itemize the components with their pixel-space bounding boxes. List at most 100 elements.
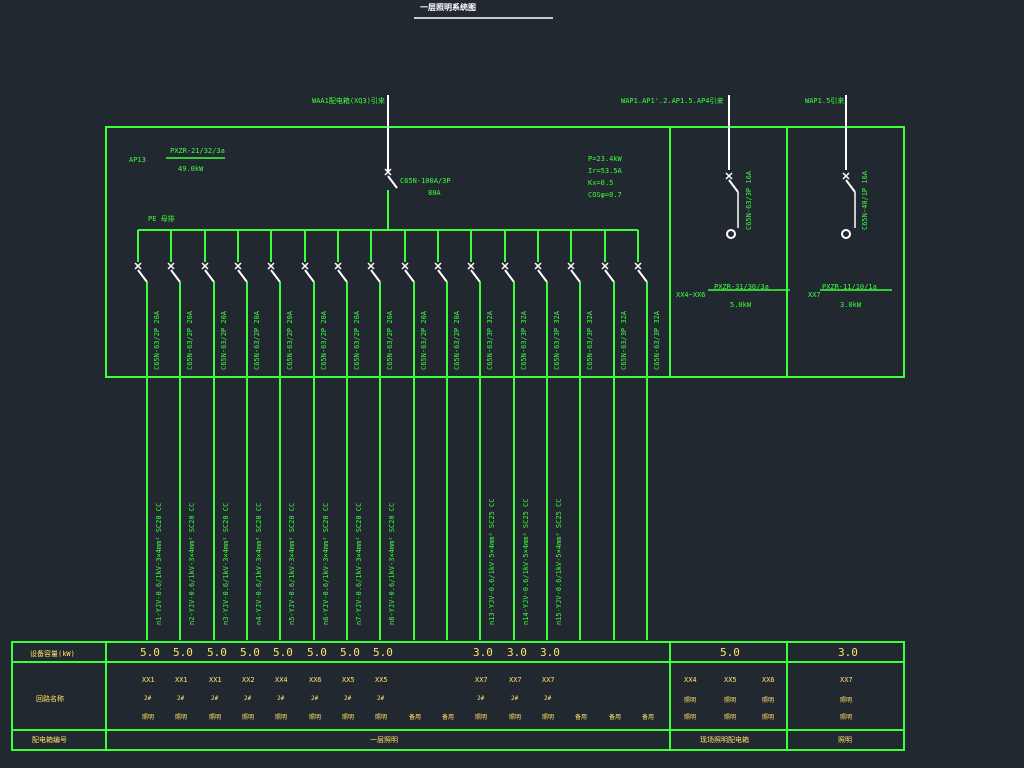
param-ir: Ir=53.5A bbox=[588, 167, 622, 175]
circuit-code-5: XX4 bbox=[275, 676, 288, 684]
branch-breaker-16-blade bbox=[637, 269, 648, 283]
circuit-bot-15: 备用 bbox=[609, 714, 622, 721]
main-breaker-rating: 80A bbox=[428, 189, 441, 197]
main-breaker-model: C65N-100A/3P bbox=[400, 177, 451, 185]
branch-breaker-13-x2 bbox=[534, 262, 542, 270]
ap1-feeder-label: WAP1.AP1'.2.AP1.5.AP4引来 bbox=[621, 97, 724, 105]
circuit-code-3: XX1 bbox=[209, 676, 222, 684]
cable-label-11: n13-YJV-0.6/1kV-5×4mm² SC25 CC bbox=[488, 498, 496, 625]
breaker-label-3: C65N-63/2P 20A bbox=[220, 310, 228, 370]
branch-breaker-9-blade bbox=[404, 269, 415, 283]
circuit-bot-9: 备用 bbox=[409, 714, 422, 721]
panel-frac-bottom: 49.0kW bbox=[178, 165, 204, 173]
capacity-11: 3.0 bbox=[473, 646, 493, 659]
circuit-bot-1: 照明 bbox=[142, 714, 155, 721]
right2-frac-bottom: 3.0kW bbox=[840, 301, 862, 309]
table-row3-mid: 现场照明配电箱 bbox=[700, 736, 749, 744]
right1-bot-1: 照明 bbox=[684, 714, 697, 721]
ap1b-feeder-label: WAP1.5引来 bbox=[805, 97, 845, 105]
param-cos: COSφ=0.7 bbox=[588, 191, 622, 199]
breaker-label-15: C65N-63/3P 32A bbox=[620, 310, 628, 370]
main-breaker-symbol-blade bbox=[387, 175, 398, 189]
circuit-mid-6: 2# bbox=[311, 695, 319, 702]
branch-breaker-5-x2 bbox=[267, 262, 275, 270]
param-kx: Kx=0.5 bbox=[588, 179, 614, 187]
circuit-code-12: XX7 bbox=[509, 676, 522, 684]
breaker-label-9: C65N-63/2P 20A bbox=[420, 310, 428, 370]
branch-breaker-8-x2 bbox=[367, 262, 375, 270]
right2-terminal bbox=[841, 229, 851, 239]
right1-bot-3: 照明 bbox=[762, 714, 775, 721]
capacity-4: 5.0 bbox=[240, 646, 260, 659]
breaker-label-13: C65N-63/3P 32A bbox=[553, 310, 561, 370]
breaker-label-5: C65N-63/2P 20A bbox=[286, 310, 294, 370]
breaker-label-12: C65N-63/3P 32A bbox=[520, 310, 528, 370]
capacity-2: 5.0 bbox=[173, 646, 193, 659]
branch-breaker-5-blade bbox=[270, 269, 281, 283]
cable-label-2: n2-YJV-0.6/1kV-3×4mm² SC20 CC bbox=[188, 502, 196, 625]
circuit-code-7: XX5 bbox=[342, 676, 355, 684]
right1-code-1: XX4 bbox=[684, 676, 697, 684]
table-row3-right: 照明 bbox=[838, 736, 852, 744]
right2-breaker-symbol-x2 bbox=[842, 172, 850, 180]
branch-breaker-8-blade bbox=[370, 269, 381, 283]
right2-mid: 照明 bbox=[840, 697, 853, 704]
breaker-label-2: C65N-63/2P 20A bbox=[186, 310, 194, 370]
branch-breaker-3-x2 bbox=[201, 262, 209, 270]
right1-code-2: XX5 bbox=[724, 676, 737, 684]
branch-breaker-11-x2 bbox=[467, 262, 475, 270]
right1-breaker-symbol-blade bbox=[728, 179, 739, 193]
circuit-code-1: XX1 bbox=[142, 676, 155, 684]
main-enclosure bbox=[105, 126, 905, 378]
capacity-3: 5.0 bbox=[207, 646, 227, 659]
right1-terminal bbox=[726, 229, 736, 239]
breaker-label-11: C65N-63/3P 32A bbox=[486, 310, 494, 370]
branch-breaker-9-x2 bbox=[401, 262, 409, 270]
bus-label: PE 母排 bbox=[148, 215, 175, 223]
circuit-bot-16: 备用 bbox=[642, 714, 655, 721]
cable-label-12: n14-YJV-0.6/1kV-5×4mm² SC25 CC bbox=[522, 498, 530, 625]
branch-breaker-3-blade bbox=[204, 269, 215, 283]
branch-breaker-2-x2 bbox=[167, 262, 175, 270]
table-capacity-label: 设备容量(kW) bbox=[30, 650, 75, 658]
breaker-label-10: C65N-63/2P 20A bbox=[453, 310, 461, 370]
right2-capacity: 3.0 bbox=[838, 646, 858, 659]
branch-breaker-2-blade bbox=[170, 269, 181, 283]
cable-label-6: n6-YJV-0.6/1kV-3×4mm² SC20 CC bbox=[322, 502, 330, 625]
cable-label-1: n1-YJV-0.6/1kV-3×4mm² SC20 CC bbox=[155, 502, 163, 625]
circuit-bot-5: 照明 bbox=[275, 714, 288, 721]
circuit-mid-2: 2# bbox=[177, 695, 185, 702]
branch-breaker-12-x2 bbox=[501, 262, 509, 270]
branch-breaker-1-x2 bbox=[134, 262, 142, 270]
branch-breaker-11-blade bbox=[470, 269, 481, 283]
right1-name: XX4~XX6 bbox=[676, 291, 706, 299]
table-circuit-label: 回路名称 bbox=[36, 695, 64, 703]
circuit-code-13: XX7 bbox=[542, 676, 555, 684]
circuit-bot-7: 照明 bbox=[342, 714, 355, 721]
capacity-13: 3.0 bbox=[540, 646, 560, 659]
right1-capacity: 5.0 bbox=[720, 646, 740, 659]
right2-code: XX7 bbox=[840, 676, 853, 684]
right1-bot-2: 照明 bbox=[724, 714, 737, 721]
diagram-title: 一层照明系统图 bbox=[420, 3, 476, 12]
right1-mid-1: 照明 bbox=[684, 697, 697, 704]
circuit-bot-4: 照明 bbox=[242, 714, 255, 721]
cable-label-5: n5-YJV-0.6/1kV-3×4mm² SC20 CC bbox=[288, 502, 296, 625]
breaker-label-1: C65N-63/2P 20A bbox=[153, 310, 161, 370]
capacity-12: 3.0 bbox=[507, 646, 527, 659]
branch-breaker-7-blade bbox=[337, 269, 348, 283]
circuit-bot-12: 照明 bbox=[509, 714, 522, 721]
main-feeder-label: WAA1配电箱(XQ3)引来 bbox=[312, 97, 385, 105]
circuit-mid-8: 2# bbox=[377, 695, 385, 702]
circuit-mid-13: 2# bbox=[544, 695, 552, 702]
right2-name: XX7 bbox=[808, 291, 821, 299]
right1-mid-3: 照明 bbox=[762, 697, 775, 704]
circuit-bot-3: 照明 bbox=[209, 714, 222, 721]
cable-label-3: n3-YJV-0.6/1kV-3×4mm² SC20 CC bbox=[222, 502, 230, 625]
table-frame bbox=[11, 641, 905, 751]
breaker-label-4: C65N-63/2P 20A bbox=[253, 310, 261, 370]
branch-breaker-4-blade bbox=[237, 269, 248, 283]
branch-breaker-6-x2 bbox=[301, 262, 309, 270]
right2-frac-top: PXZR-11/10/1a bbox=[822, 283, 877, 291]
